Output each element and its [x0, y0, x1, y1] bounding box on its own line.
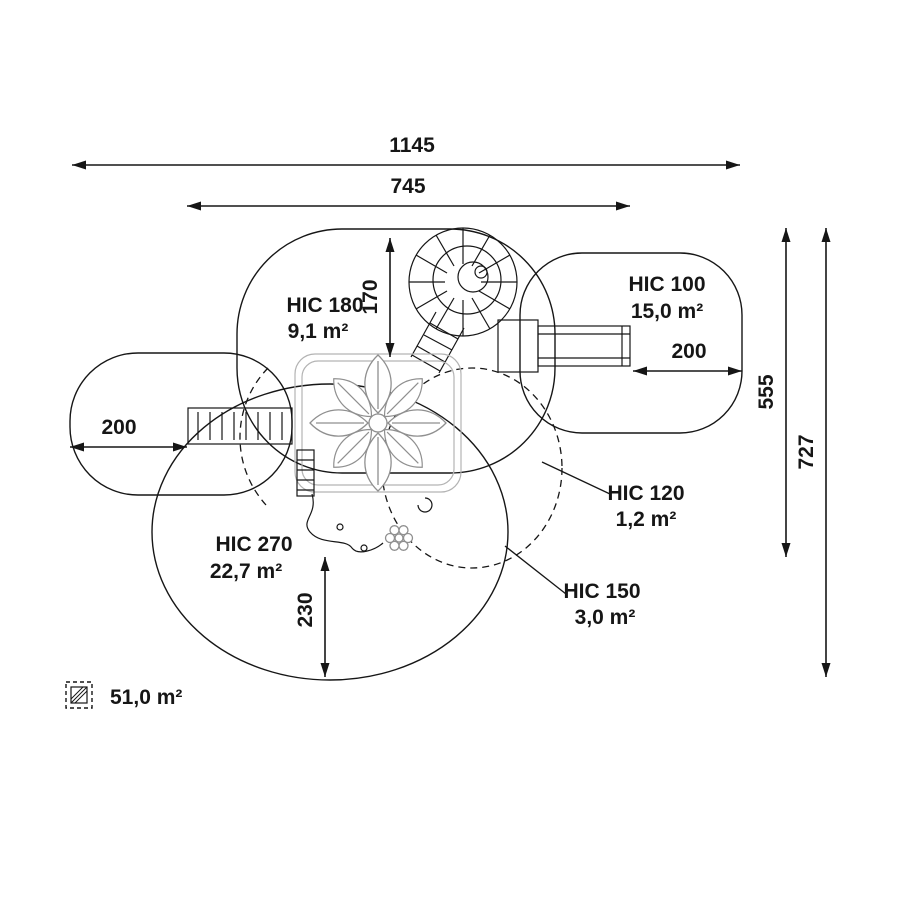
zone-outline-hic150-dashed [381, 367, 563, 569]
small-flower [384, 525, 414, 551]
leader-lines [504, 461, 611, 595]
hic180-area: 9,1 m² [288, 320, 349, 343]
hic100-area: 15,0 m² [631, 300, 703, 323]
zone-outline-hic270 [151, 383, 509, 681]
dimension-label-555: 555 [755, 374, 778, 409]
legend: 51,0 m² [65, 681, 182, 709]
hic150-label: HIC 150 [563, 580, 640, 603]
dimension-745: 745 [187, 175, 630, 211]
dimension-727: 727 [795, 228, 831, 677]
dimension-label-170: 170 [359, 279, 382, 314]
dimension-label-1145: 1145 [389, 134, 435, 157]
dimension-230: 230 [294, 557, 330, 677]
dimension-label-727: 727 [795, 434, 818, 469]
zone-outline-hic100 [519, 252, 743, 434]
dimension-lines: 1145 745 555 727 200 200 170 230 [70, 134, 831, 677]
zone-outline-hic180 [236, 228, 556, 474]
access-bridge-left [187, 407, 293, 445]
hatched-area-icon [65, 681, 93, 709]
central-platform [294, 353, 462, 493]
dimension-170: 170 [359, 238, 395, 357]
dimension-200-left: 200 [70, 416, 187, 452]
dimension-label-200-left: 200 [101, 416, 136, 439]
dimension-1145: 1145 [72, 134, 740, 170]
dimension-label-200-right: 200 [671, 340, 706, 363]
zone-outline-dashed-arc [239, 367, 269, 506]
ladder-small [296, 449, 315, 497]
hic120-area: 1,2 m² [616, 508, 677, 531]
spiral-slide [408, 227, 518, 337]
hic100-label: HIC 100 [628, 273, 705, 296]
dimension-200-right: 200 [633, 340, 742, 376]
dimension-label-745: 745 [390, 175, 425, 198]
hic-labels: HIC 180 9,1 m² HIC 100 15,0 m² HIC 120 1… [210, 273, 706, 629]
small-spiral-detail [417, 497, 433, 513]
dimension-label-230: 230 [294, 592, 317, 627]
hic150-area: 3,0 m² [575, 606, 636, 629]
playground-structure [187, 227, 631, 553]
hic180-label: HIC 180 [286, 294, 363, 317]
dimension-555: 555 [755, 228, 791, 557]
slide-exit-right [497, 319, 631, 373]
hic120-label: HIC 120 [607, 482, 684, 505]
leader-hic150 [504, 545, 567, 595]
hic270-label: HIC 270 [215, 533, 292, 556]
leader-hic120 [541, 461, 611, 495]
leaf-canopy [309, 354, 447, 492]
tube-segment [410, 311, 465, 374]
total-area-label: 51,0 m² [110, 686, 182, 709]
climbing-elements [306, 493, 433, 553]
hic270-area: 22,7 m² [210, 560, 282, 583]
